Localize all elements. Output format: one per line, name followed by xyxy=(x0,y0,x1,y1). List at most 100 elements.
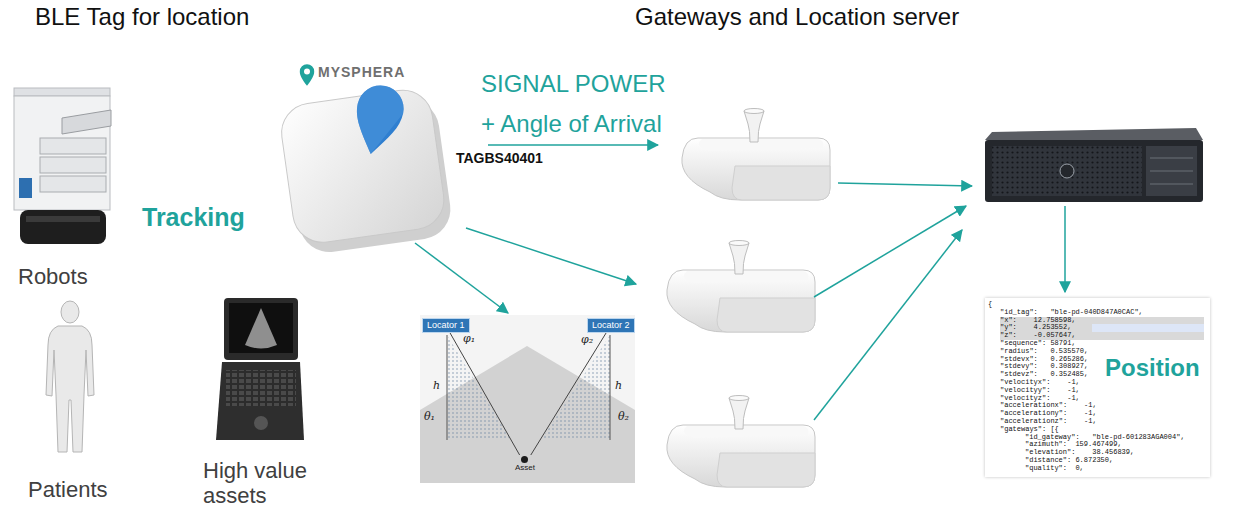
patient-picture xyxy=(46,301,94,452)
server-picture xyxy=(1150,158,1193,159)
angle-symbol: θ₁ xyxy=(424,411,435,424)
angle-symbol: φ₁ xyxy=(463,333,475,346)
aoa-figure xyxy=(420,315,635,483)
json-line: "radius": 0.535570, xyxy=(1000,348,1088,356)
gateway-group xyxy=(682,109,830,201)
signal-arrows xyxy=(466,228,636,284)
json-line: "quality": 0, xyxy=(1025,465,1084,473)
asset-caption: High value assets xyxy=(203,458,338,508)
locator-box: Locator 1 xyxy=(422,318,470,333)
ultrasound-picture xyxy=(216,298,304,440)
connector-line xyxy=(450,333,520,455)
signal-arrows xyxy=(814,206,966,297)
node-text: Locator 2 xyxy=(592,320,630,331)
json-line: "stdevy": 0.308927, xyxy=(1000,363,1088,371)
json-line: "y": 4.253552, xyxy=(1000,324,1204,332)
signal-arrows xyxy=(488,144,658,146)
gateway-group xyxy=(667,109,830,488)
json-line: "accelerationz": -1, xyxy=(1000,418,1097,426)
asset-caption: Robots xyxy=(18,264,88,289)
robot-picture xyxy=(14,88,110,96)
signal-arrows xyxy=(415,243,508,313)
robot-picture xyxy=(62,110,111,134)
ble-tag-picture xyxy=(278,81,455,256)
ble-tag-picture xyxy=(348,81,408,159)
robot-picture xyxy=(40,157,106,173)
signal-arrows xyxy=(415,145,1065,420)
server-picture xyxy=(1060,164,1074,178)
robot-picture xyxy=(26,216,100,222)
ble-tag-picture xyxy=(348,81,408,159)
ultrasound-picture xyxy=(226,370,296,406)
height-symbol: h xyxy=(433,380,440,393)
brand-logo: MYSPHERA xyxy=(318,64,405,80)
asset-marker: Asset xyxy=(512,455,538,474)
server-picture xyxy=(1150,184,1193,185)
locator-box: Locator 2 xyxy=(587,318,635,333)
height-symbol: h xyxy=(615,380,622,393)
server-picture xyxy=(985,128,1203,140)
json-line: "id_gateway": "ble-pd-601283AGA004", xyxy=(1025,434,1185,442)
robot-picture xyxy=(14,88,111,244)
section-heading: BLE Tag for location xyxy=(35,3,249,31)
json-line: "azimuth": 159.467499, xyxy=(1025,441,1122,449)
signal-label: SIGNAL POWER xyxy=(481,70,665,98)
json-line: "z": -0.057647, xyxy=(1000,332,1204,340)
node-text: Locator 1 xyxy=(427,320,465,331)
position-label: Position xyxy=(1105,354,1200,382)
json-line: "velocityz": -1, xyxy=(1000,395,1080,403)
json-line: "velocityx": -1, xyxy=(1000,379,1080,387)
aoa-figure xyxy=(541,335,610,440)
flow-label: Tracking xyxy=(142,203,245,232)
server-picture xyxy=(1150,171,1193,172)
aoa-figure xyxy=(610,335,611,440)
robot-picture xyxy=(20,210,106,244)
server-picture xyxy=(992,146,1142,196)
asset-caption: Patients xyxy=(28,477,108,502)
aoa-figure xyxy=(447,335,448,440)
json-line: "gateways": [{ xyxy=(1000,426,1059,434)
robot-picture xyxy=(14,96,110,210)
json-line: "elevation": 38.456839, xyxy=(1025,449,1134,457)
server-picture xyxy=(1146,146,1197,196)
json-line: "x": 12.758598, xyxy=(1000,317,1204,325)
angle-symbol: θ₂ xyxy=(618,411,629,424)
patient-picture xyxy=(61,301,79,323)
model-number: TAGBS40401 xyxy=(456,150,543,166)
connector-line xyxy=(531,333,606,455)
section-heading: Gateways and Location server xyxy=(635,3,959,31)
robot-picture xyxy=(19,178,32,198)
ultrasound-picture xyxy=(254,416,268,430)
robot-picture xyxy=(40,176,106,192)
json-line: "accelerationy": -1, xyxy=(1000,410,1097,418)
json-line: "stdevx": 0.265286, xyxy=(1000,356,1088,364)
json-line: "distance": 6.872350, xyxy=(1025,457,1113,465)
ultrasound-picture xyxy=(224,298,298,360)
json-line: "accelerationx": -1, xyxy=(1000,402,1097,410)
server-picture xyxy=(985,128,1203,202)
ultrasound-picture xyxy=(229,303,293,353)
brand-pin xyxy=(300,64,314,86)
patient-picture xyxy=(46,326,94,452)
signal-arrows xyxy=(1064,206,1066,292)
json-line: { xyxy=(988,301,992,309)
gateway-group xyxy=(667,241,815,333)
asset-dot xyxy=(521,456,528,463)
robot-picture xyxy=(40,138,106,154)
aoa-figure xyxy=(447,335,511,440)
signal-label: + Angle of Arrival xyxy=(481,110,662,138)
ultrasound-picture xyxy=(216,362,304,440)
ultrasound-picture xyxy=(245,308,277,349)
json-line: "stdevz": 0.352485, xyxy=(1000,371,1088,379)
json-line: "id_tag": "ble-pd-040D847A0CAC", xyxy=(1000,309,1143,317)
brand-pin xyxy=(304,69,310,75)
signal-arrows xyxy=(838,183,972,186)
json-document: { "id_tag": "ble-pd-040D847A0CAC","x": 12… xyxy=(985,298,1210,477)
brand-pin xyxy=(300,64,314,86)
angle-symbol: φ₂ xyxy=(581,334,593,347)
signal-arrows xyxy=(814,230,962,420)
json-line: "velocityy": -1, xyxy=(1000,387,1080,395)
aoa-figure xyxy=(420,315,635,483)
gateway-group xyxy=(667,396,815,488)
